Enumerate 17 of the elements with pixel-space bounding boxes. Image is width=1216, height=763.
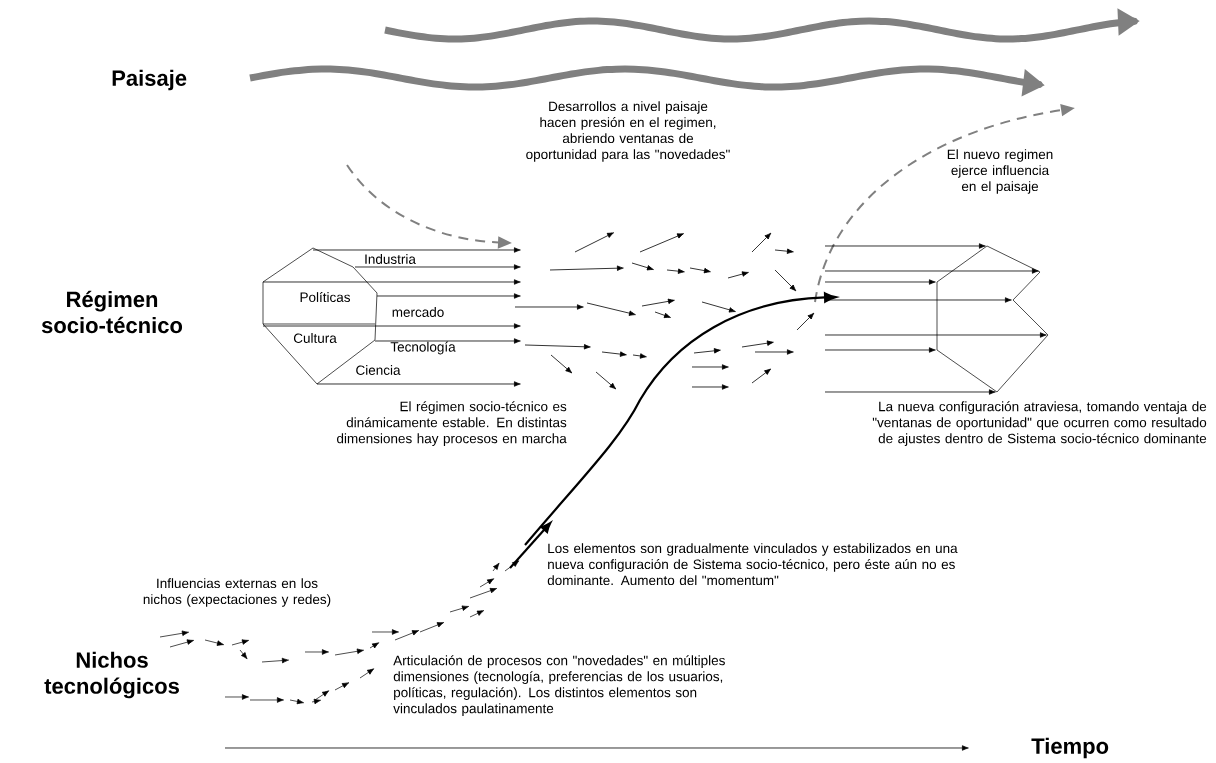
dimension-label: mercado bbox=[392, 307, 444, 317]
dimension-label: Ciencia bbox=[356, 365, 401, 375]
axis-label: Tiempo bbox=[1031, 737, 1109, 759]
annotation-text: Influencias externas en los nichos (expectaciones y redes) bbox=[143, 578, 331, 607]
dimension-label: Tecnología bbox=[390, 341, 456, 355]
dimension-label: Industria bbox=[365, 254, 416, 264]
dimension-label: Políticas bbox=[300, 291, 350, 303]
level-heading: Paisaje bbox=[112, 69, 187, 91]
annotation-text: Desarrollos a nivel paisaje hacen presión en el regimen, abriendo ventanas de oportunidad para las "novedades" bbox=[526, 101, 730, 162]
dimension-label: Cultura bbox=[293, 333, 337, 343]
annotation-text: Articulación de procesos con "novedades" en múltiples dimensiones (tecnología, preferencias de los usuarios, políticas, regulación). Los distintos elementos son vinculados paulatinamente bbox=[393, 655, 725, 716]
annotation-text: El nuevo regimen ejerce influencia en el paisaje bbox=[947, 149, 1053, 194]
annotation-text: La nueva configuración atraviesa, tomando ventaja de "ventanas de oportunidad" que ocurren como resultado de ajustes dentro de Sistema socio-técnico dominante bbox=[872, 401, 1207, 446]
annotation-text: Los elementos son gradualmente vinculados y estabilizados en una nueva configuración de Sistema socio-técnico, pero éste aún no es dominante. Aumento del "momentum" bbox=[547, 543, 958, 586]
annotation-text: El régimen socio-técnico es dinámicamente estable. En distintas dimensiones hay procesos en marcha bbox=[337, 401, 567, 446]
level-heading: Nichos tecnológicos bbox=[44, 651, 179, 699]
level-heading: Régimen socio-técnico bbox=[41, 290, 183, 334]
